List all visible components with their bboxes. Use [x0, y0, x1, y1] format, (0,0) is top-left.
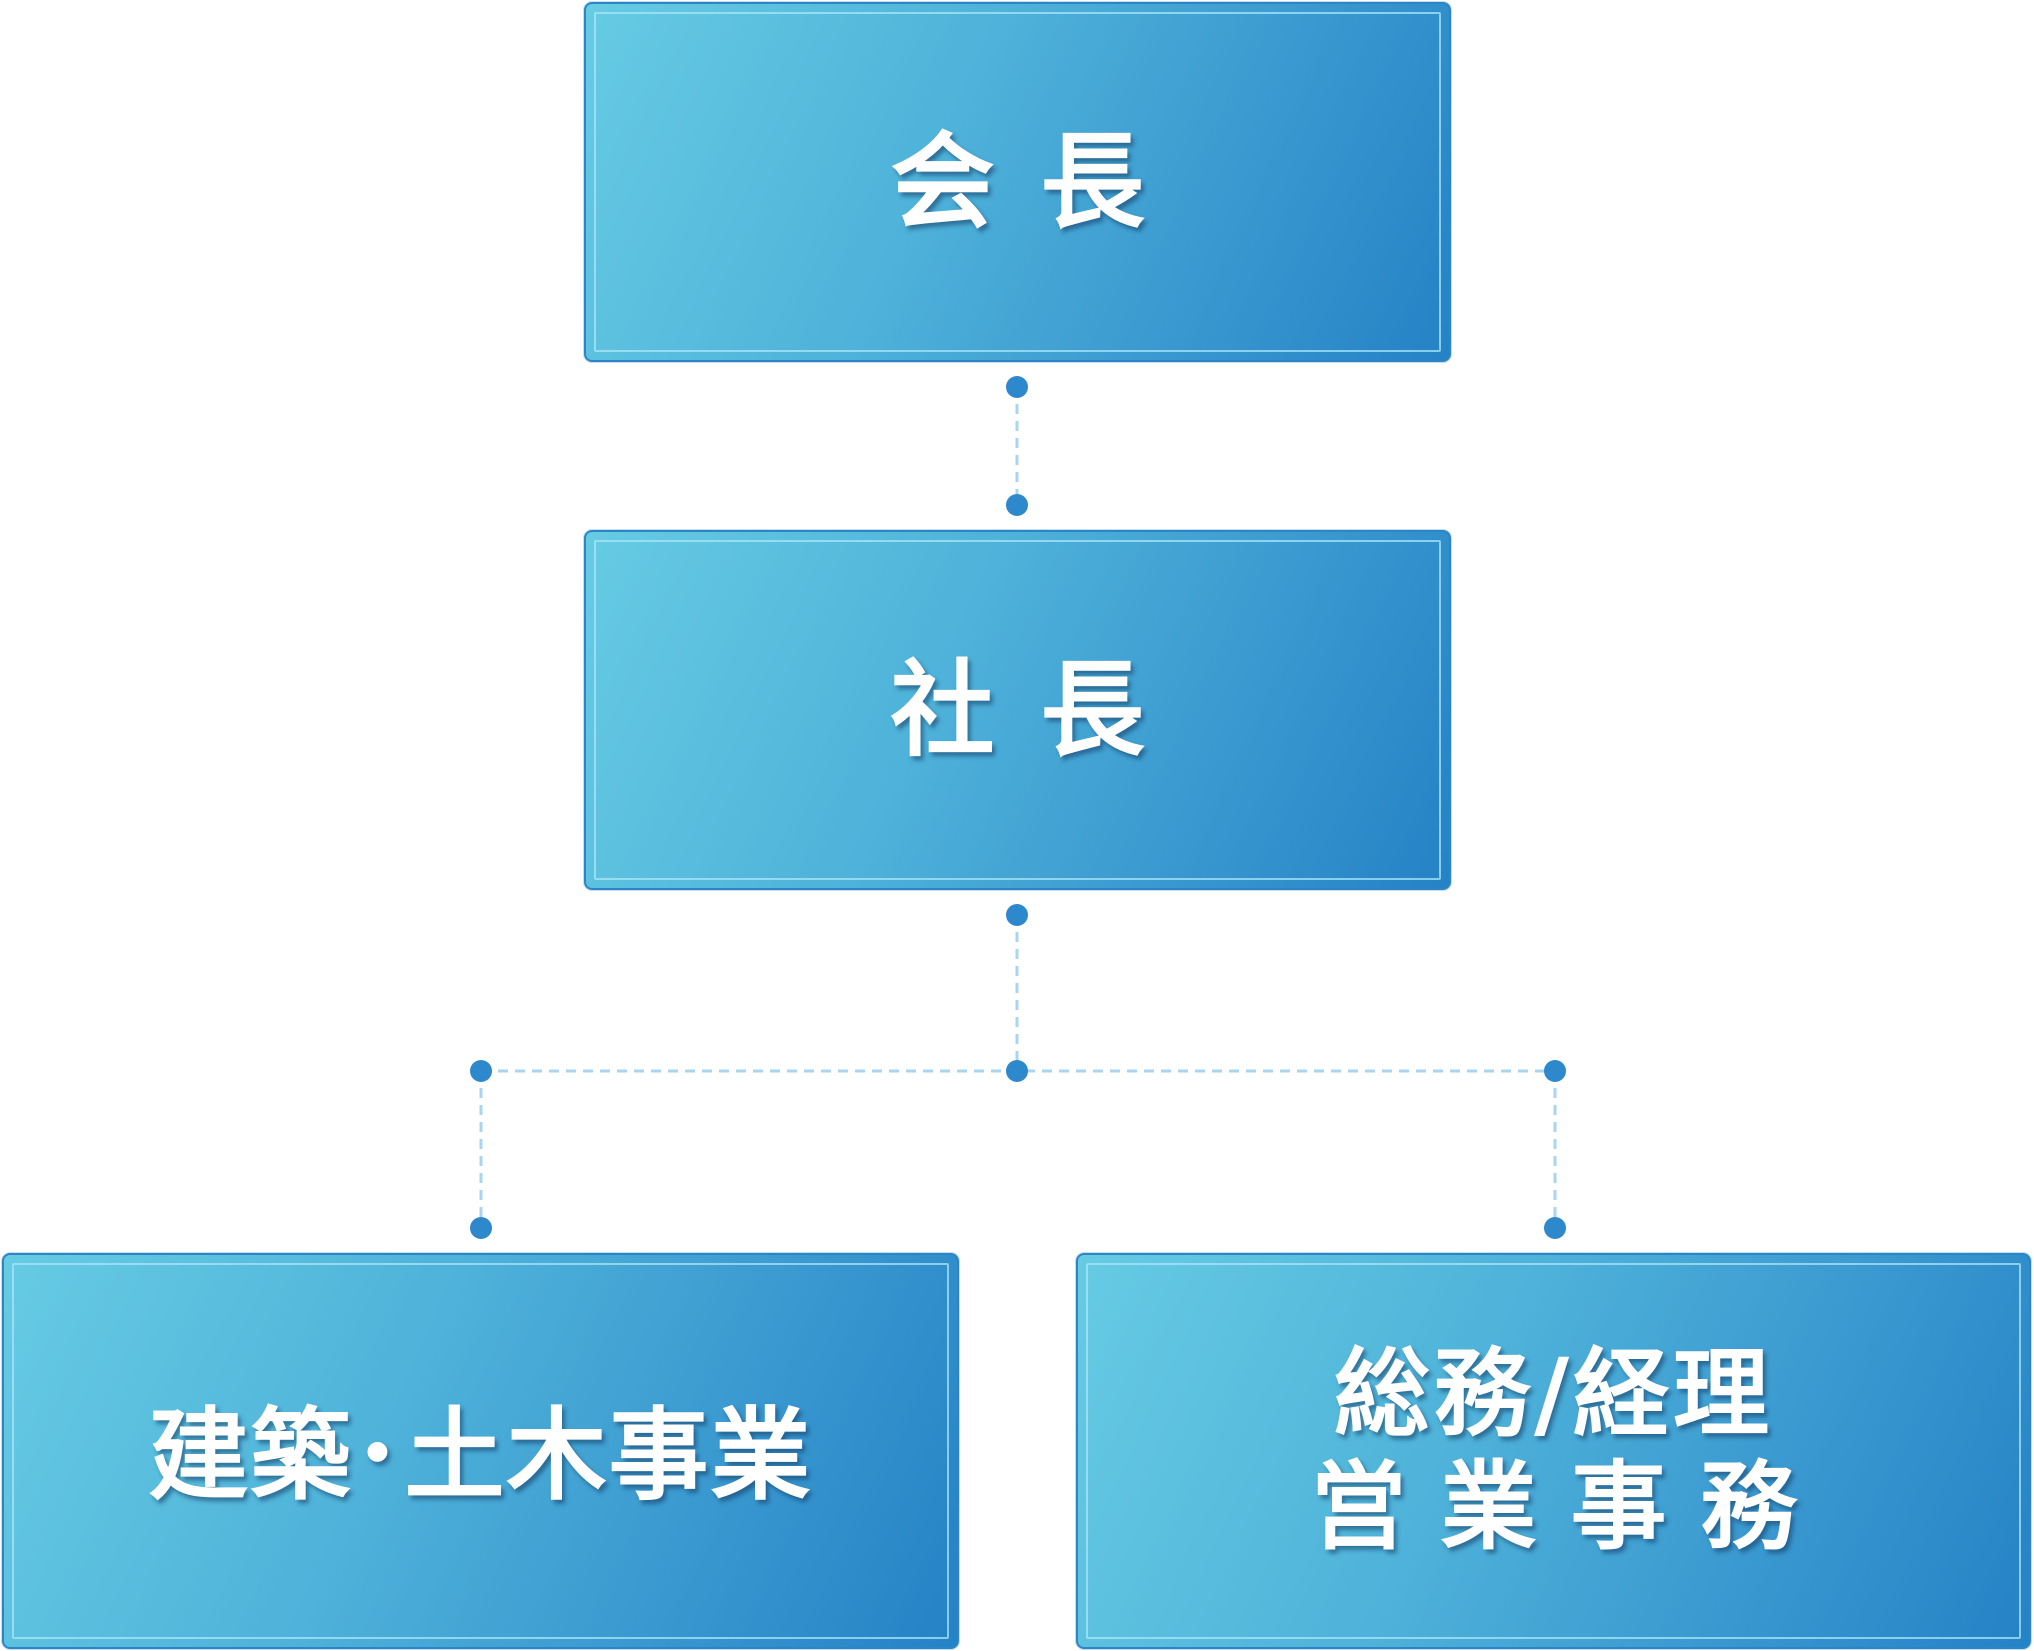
- admin-division-label-line1: 総務/経理: [1333, 1337, 1774, 1450]
- construction-division-box-inner-frame: 建築･土木事業: [12, 1263, 949, 1639]
- admin-division-box: 総務/経理 営業事務: [1076, 1253, 2031, 1649]
- construction-division-box: 建築･土木事業: [2, 1253, 959, 1649]
- president-box: 社長: [584, 530, 1451, 890]
- connector-dot: [1006, 1060, 1028, 1082]
- connector-dot: [470, 1217, 492, 1239]
- admin-division-box-inner-frame: 総務/経理 営業事務: [1086, 1263, 2021, 1639]
- connector-dot: [470, 1060, 492, 1082]
- chairman-label: 会長: [890, 120, 1191, 243]
- admin-division-label-line2: 営業事務: [1310, 1451, 1831, 1563]
- connector-dot: [1006, 904, 1028, 926]
- chairman-box: 会長: [584, 2, 1451, 362]
- president-box-inner-frame: 社長: [594, 540, 1441, 880]
- chairman-box-inner-frame: 会長: [594, 12, 1441, 352]
- connector-dot: [1544, 1217, 1566, 1239]
- president-label: 社長: [890, 648, 1191, 771]
- connector-dot: [1006, 494, 1028, 516]
- connector-dot: [1544, 1060, 1566, 1082]
- connector-dot: [1006, 376, 1028, 398]
- construction-division-label: 建築･土木事業: [148, 1397, 813, 1514]
